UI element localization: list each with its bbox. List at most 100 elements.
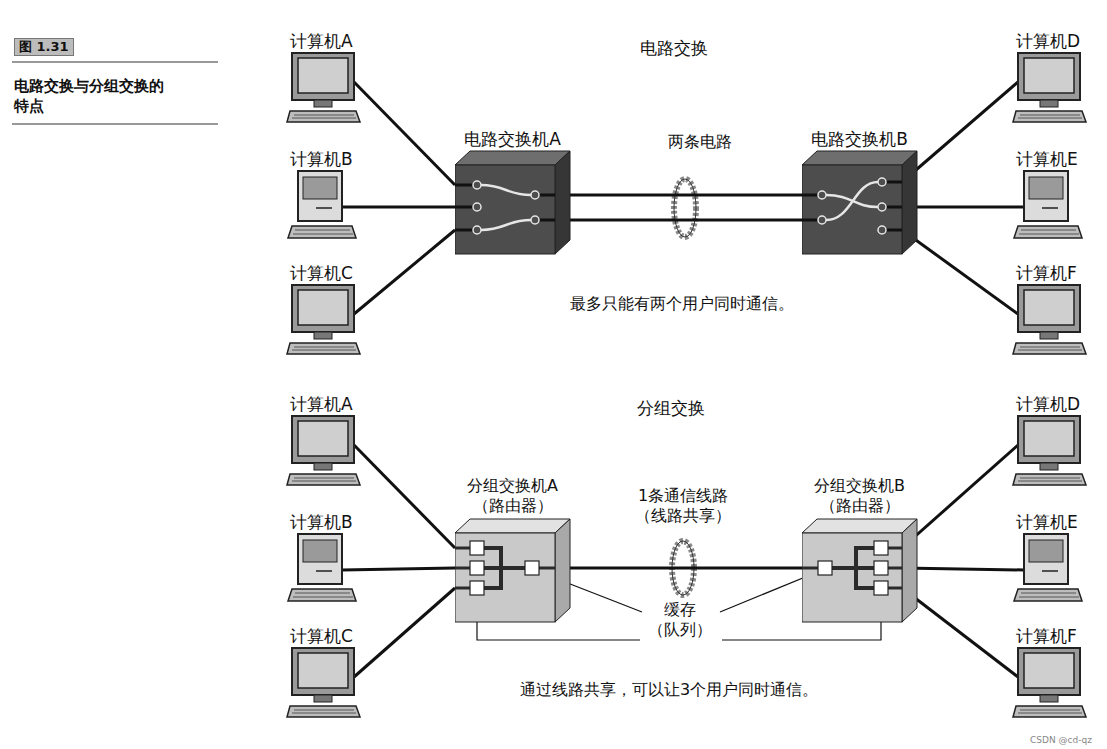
- note: 通过线路共享，可以让3个用户同时通信。: [520, 680, 818, 700]
- computer-case: [1024, 171, 1068, 221]
- connector-line: [354, 445, 455, 548]
- computer: 计算机B: [286, 148, 366, 242]
- keyboard: [287, 706, 360, 717]
- keyboard: [287, 474, 360, 485]
- computer-label: 计算机D: [1012, 393, 1092, 415]
- keyboard-keys: [292, 115, 356, 118]
- disk-slot: [1042, 207, 1058, 209]
- keyboard-keys: [292, 478, 356, 481]
- disk-slot: [316, 570, 332, 572]
- computer: 计算机B: [286, 511, 366, 605]
- computer: 计算机E: [1012, 511, 1092, 605]
- monitor-screen: [1024, 290, 1074, 325]
- monitor-case: [1018, 416, 1080, 463]
- box-side: [902, 151, 917, 254]
- switch-label: 电路交换机B: [802, 128, 917, 150]
- keyboard: [287, 111, 360, 122]
- router-buffers: [802, 541, 902, 595]
- section-title: 电路交换: [640, 38, 708, 59]
- monitor-screen: [298, 58, 348, 93]
- computer: 计算机A: [286, 393, 366, 487]
- computer-icon: [1012, 284, 1088, 356]
- keyboard: [1013, 111, 1086, 122]
- switch-icon: [455, 150, 571, 255]
- keyboard-keys: [293, 593, 353, 597]
- keyboard-keys: [292, 347, 356, 350]
- computer-icon: [286, 533, 362, 605]
- box-front: [455, 533, 555, 622]
- computer-label: 计算机F: [1012, 262, 1092, 284]
- keyboard-keys: [1018, 115, 1082, 118]
- packet-router: 分组交换机B （路由器）: [802, 476, 917, 623]
- switch-icon: [802, 150, 918, 255]
- leader-line: [720, 573, 815, 612]
- computer-label: 计算机D: [1012, 30, 1092, 52]
- watermark: CSDN @cd-qz: [1030, 735, 1092, 746]
- keyboard-keys: [1019, 593, 1079, 597]
- computer: 计算机E: [1012, 148, 1092, 242]
- computer-label: 计算机C: [286, 625, 366, 647]
- box-front: [455, 165, 555, 254]
- computer-label: 计算机B: [286, 511, 366, 533]
- monitor-stand: [1040, 100, 1058, 107]
- line-label: 1条通信线路 （线路共享）: [623, 486, 743, 526]
- circuit-switch: 电路交换机B: [802, 128, 917, 255]
- box-front: [802, 165, 902, 254]
- switch-label: 电路交换机A: [455, 128, 570, 150]
- switch-icon: [802, 518, 918, 623]
- monitor-screen: [1024, 653, 1074, 688]
- computer-icon: [1012, 52, 1088, 124]
- box-top: [802, 151, 917, 165]
- keyboard: [288, 589, 356, 601]
- connector-line: [354, 82, 455, 185]
- computer-case: [298, 534, 342, 584]
- monitor-screen: [1024, 58, 1074, 93]
- disk-slot: [316, 207, 332, 209]
- computer-label: 计算机F: [1012, 625, 1092, 647]
- computer: 计算机F: [1012, 625, 1092, 719]
- computer-icon: [1012, 415, 1088, 487]
- computer: 计算机C: [286, 262, 366, 356]
- line-label: 两条电路: [668, 132, 732, 152]
- computer-icon: [286, 170, 362, 242]
- box-front: [802, 533, 902, 622]
- connector-line: [555, 567, 802, 570]
- connector-line: [555, 194, 802, 197]
- computer: 计算机A: [286, 30, 366, 124]
- computer: 计算机D: [1012, 30, 1092, 124]
- computer: 计算机D: [1012, 393, 1092, 487]
- section-title: 分组交换: [637, 398, 705, 419]
- computer-label: 计算机E: [1012, 148, 1092, 170]
- monitor-case: [1018, 285, 1080, 332]
- computer-case: [298, 171, 342, 221]
- monitor-stand: [314, 463, 332, 470]
- connector-line: [354, 230, 455, 314]
- keyboard: [1014, 589, 1082, 601]
- box-side: [555, 519, 570, 622]
- monitor-case: [292, 648, 354, 695]
- rule-line: [12, 62, 218, 63]
- figure-caption: 电路交换与分组交换的特点: [14, 76, 170, 116]
- figure-number: 图 1.31: [14, 38, 74, 56]
- computer-icon: [286, 415, 362, 487]
- connector-line: [902, 206, 1024, 209]
- rule-line: [12, 124, 218, 125]
- keyboard: [1014, 226, 1082, 238]
- computer-screen: [1029, 177, 1063, 199]
- box-top: [802, 519, 917, 533]
- switch-wiring: [455, 181, 555, 234]
- computer: 计算机F: [1012, 262, 1092, 356]
- computer-icon: [1012, 647, 1088, 719]
- keyboard: [1013, 706, 1086, 717]
- circuit-bundle: [674, 179, 696, 237]
- router-buffers: [455, 541, 555, 595]
- connector-line: [902, 82, 1018, 182]
- monitor-case: [292, 53, 354, 100]
- monitor-stand: [1040, 332, 1058, 339]
- monitor-stand: [1040, 463, 1058, 470]
- keyboard: [1013, 343, 1086, 354]
- box-side: [555, 151, 570, 254]
- keyboard-keys: [1018, 710, 1082, 713]
- keyboard-keys: [1019, 230, 1079, 234]
- computer: 计算机C: [286, 625, 366, 719]
